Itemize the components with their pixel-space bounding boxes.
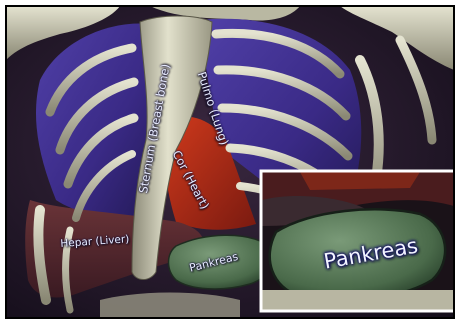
lower-spine [100, 293, 240, 324]
zoom-inset [261, 171, 455, 311]
